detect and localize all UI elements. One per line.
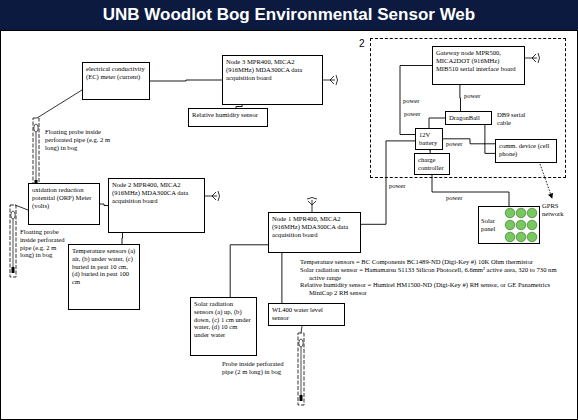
gateway-box: Gateway node MPR500, MICA2DOT (916MHz) M… — [432, 46, 525, 85]
notes-block: Temperature sensors = BC Components BC14… — [300, 258, 562, 297]
solar-cell — [527, 220, 537, 230]
power-wire — [281, 253, 282, 303]
annotation: DB9 serial cable — [497, 111, 537, 127]
power-wire — [230, 245, 268, 297]
slide-frame — [1, 31, 578, 420]
power-wire — [432, 175, 509, 206]
power-wire — [150, 80, 222, 81]
antenna-symbol — [307, 198, 317, 213]
controller-box: charge controller — [414, 153, 450, 175]
mote-box: Node 2 MPR400, MICA2 (916MHz) MDA300CA d… — [108, 178, 205, 233]
node-text: 12V battery — [419, 131, 439, 147]
sensor-box: Temperature sensors (a) air, (b) under w… — [68, 244, 140, 310]
node-text: electrical conductivity (EC) meter (curr… — [86, 65, 146, 81]
node-text: Gateway node MPR500, MICA2DOT (916MHz) M… — [436, 49, 521, 72]
solar-cell — [527, 232, 537, 242]
solar-cell — [516, 220, 526, 230]
node-text: Relative humidity sensor — [192, 111, 264, 119]
spec-note: Temperature sensors = BC Components BC14… — [300, 258, 562, 266]
node-text: oxidation reduction potential (ORP) Mete… — [32, 186, 96, 209]
node-text: Node 3 MPR400, MICA2 (916MHz) MDA300CA d… — [226, 58, 319, 81]
power-label: power — [404, 110, 420, 118]
solar-cell — [527, 208, 537, 218]
node-text: Node 2 MPR400, MICA2 (916MHz) MDA300CA d… — [112, 181, 201, 204]
sensor-box: WL400 water level sensor — [268, 303, 345, 326]
mote-box: Node 3 MPR400, MICA2 (916MHz) MDA300CA d… — [222, 55, 323, 105]
node-text: Solar radiation sensors (a) up, (b) down… — [194, 300, 253, 339]
node-text: Temperature sensors (a) air, (b) under w… — [72, 247, 136, 286]
antenna-symbol — [323, 75, 338, 85]
power-label: power — [446, 140, 462, 148]
sensor-box: Solar radiation sensors (a) up, (b) down… — [190, 297, 257, 356]
sensor-box: Relative humidity sensor — [188, 108, 268, 127]
node-text: DragonBall — [449, 114, 488, 122]
node-text: WL400 water level sensor — [272, 306, 341, 322]
annotation: Probe inside perforated pipe (2 m long) … — [222, 360, 294, 376]
probe-wire — [15, 205, 28, 210]
solar-cell — [516, 232, 526, 242]
meter-box: oxidation reduction potential (ORP) Mete… — [28, 183, 100, 225]
probe-wire — [301, 326, 302, 333]
gateway-region: 2Gateway node MPR500, MICA2DOT (916MHz) … — [370, 38, 566, 178]
power-label: power — [389, 182, 405, 190]
power-wire — [485, 125, 495, 153]
spec-note: Relative humidity sensor = Humirel HM150… — [300, 281, 562, 297]
mote-box: Node 1 MPR400, MICA2 (916MHz) MDA300CA d… — [268, 212, 361, 253]
floating-probe — [10, 205, 16, 277]
solar-cell — [505, 220, 515, 230]
level-probe — [298, 333, 304, 405]
power-label: power — [403, 97, 419, 105]
spec-note: Solar radiation sensor = Hamamatsu S1133… — [300, 266, 562, 282]
antenna-symbol — [205, 191, 220, 201]
meter-box: electrical conductivity (EC) meter (curr… — [82, 62, 150, 100]
power-wire — [429, 118, 445, 128]
solar-cells — [504, 207, 538, 243]
power-wire — [400, 66, 432, 135]
annotation: GPRS network — [542, 202, 574, 218]
node-text: Node 1 MPR400, MICA2 (916MHz) MDA300CA d… — [272, 215, 357, 238]
power-label: power — [464, 92, 480, 100]
power-wire — [459, 85, 461, 111]
node-text: Solar panel — [481, 217, 503, 233]
solar-cell — [516, 208, 526, 218]
power-wire — [100, 204, 108, 206]
probe-wire — [37, 90, 82, 118]
gprs-link — [540, 164, 552, 198]
floating-probe — [33, 118, 39, 190]
phone-box: comm. device (cell phone) — [495, 139, 557, 163]
solar-panel: Solar panel — [478, 206, 540, 244]
antenna-symbol — [525, 53, 540, 63]
slide-title: UNB Woodlot Bog Environmental Sensor Web — [0, 0, 578, 30]
computer-box: DragonBall — [445, 111, 492, 125]
node-text: 2 — [359, 39, 365, 49]
annotation: Floating probe inside perforated pipe (e… — [45, 128, 117, 151]
node-text: charge controller — [418, 156, 446, 172]
annotation: Floating probe inside perforated pipe (e… — [20, 228, 66, 259]
power-wire — [122, 233, 124, 244]
battery-box: 12V battery — [415, 128, 443, 150]
power-label: power — [446, 194, 462, 202]
solar-cell — [505, 232, 515, 242]
solar-cell — [505, 208, 515, 218]
node-text: comm. device (cell phone) — [499, 142, 553, 158]
